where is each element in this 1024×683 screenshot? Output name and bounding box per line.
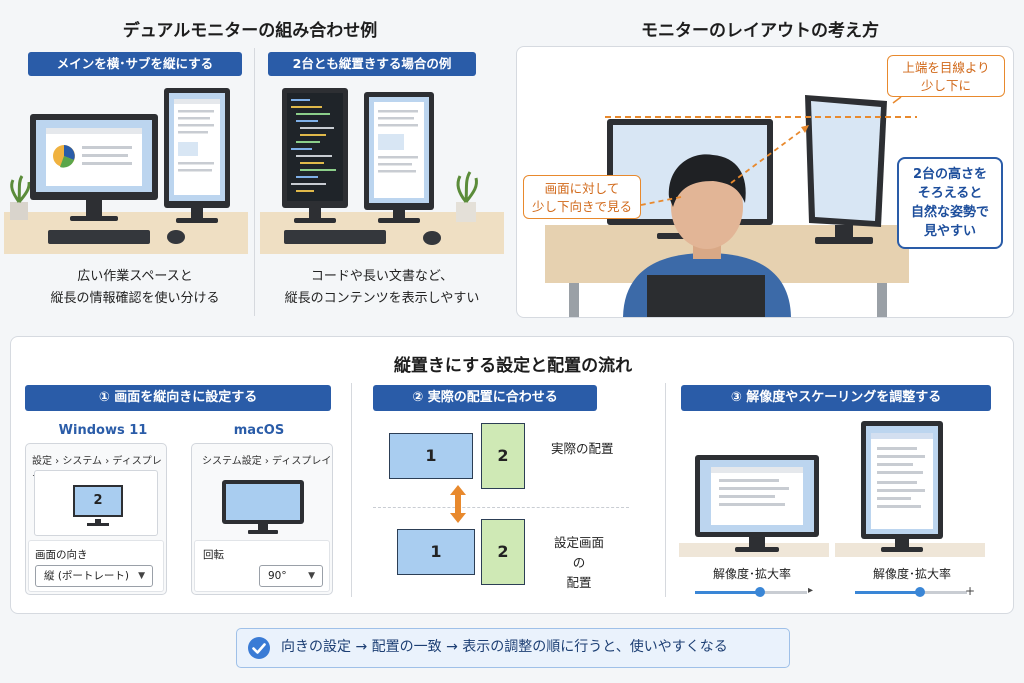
callout-match-height: 2台の高さを そろえると 自然な姿勢で 見やすい [897,157,1003,249]
settings-layout-label: 設定画面の 配置 [553,535,604,590]
step2-separator [373,507,629,508]
flow-divider-1 [351,383,352,597]
callout-look-down: 画面に対して 少し下向きで見る [523,175,641,219]
person-icon [623,154,791,317]
chevron-down-icon: ▼ [308,571,315,581]
example1-pill: メインを横･サブを縦にする [28,52,242,76]
actual-monitor-2: 2 [481,423,525,489]
slider1-track[interactable]: ▸ [695,585,813,597]
windows-display-preview[interactable]: 2 [34,470,158,536]
setup-flow-panel: 縦置きにする設定と配置の流れ ① 画面を縦向きに設定する ② 実際の配置に合わせ… [10,336,1014,614]
arrow-right-icon: ▸ [807,585,813,596]
example2-pill: 2台とも縦置きする場合の例 [268,52,476,76]
slider2-label: 解像度･拡大率 [872,567,951,581]
example1-caption: 広い作業スペースと 縦長の情報確認を使い分ける [50,269,220,306]
pie-chart-icon [53,145,75,168]
plus-icon: + [964,584,975,598]
plant-icon [10,175,31,220]
landscape-monitor-illustration [679,455,829,557]
layout-concept-panel: 上端を目線より 少し下に 画面に対して 少し下向きで見る 2台の高さを そろえる… [516,46,1014,318]
macos-breadcrumb: システム設定 › ディスプレイ [202,456,332,467]
example2-caption: コードや長い文書など、 縦長のコンテンツを表示しやすい [284,269,480,306]
orientation-label: 画面の向き [35,549,88,561]
example1-illustration [4,88,248,254]
callout-top-edge: 上端を目線より 少し下に [887,55,1005,97]
settings-monitor-1[interactable]: 1 [397,529,475,575]
plant-icon [456,171,478,222]
section-title-flow: 縦置きにする設定と配置の流れ [393,356,633,376]
actual-layout-label: 実際の配置 [551,441,614,456]
keyboard-icon [48,230,150,244]
slider2-track[interactable]: + [855,584,975,598]
orientation-select[interactable]: 縦 (ポートレート) ▼ [35,565,153,587]
settings-monitor-2[interactable]: 2 [481,519,525,585]
double-arrow-icon [450,485,466,523]
windows-settings-window: 設定 › システム › ディスプレイ 2 画面の向き 縦 (ポートレート) ▼ [25,443,167,595]
slider1-label: 解像度･拡大率 [712,567,791,581]
portrait-monitor-illustration [835,421,985,557]
dual-monitor-examples-section: デュアルモニターの組み合わせ例 メインを横･サブを縦にする 2台とも縦置きする場… [0,0,510,325]
slider2-knob[interactable] [915,587,925,597]
summary-text: 向きの設定 → 配置の一致 → 表示の調整の順に行うと、使いやすくなる [281,639,728,655]
check-circle-icon [248,637,270,659]
flow-divider-2 [665,383,666,597]
rotation-select[interactable]: 90° ▼ [259,565,323,587]
keyboard-icon [284,230,386,244]
step1-pill: ① 画面を縦向きに設定する [25,385,331,411]
step3-pill: ③ 解像度やスケーリングを調整する [681,385,991,411]
actual-monitor-1: 1 [389,433,473,479]
layout-illustration [545,95,917,317]
chevron-down-icon: ▼ [138,571,145,581]
section1-divider [254,48,255,316]
monitor-2-tile[interactable]: 2 [73,485,123,517]
macos-display-icon [222,480,304,534]
section-title-combinations: デュアルモニターの組み合わせ例 [122,21,378,41]
macos-label: macOS [233,423,285,438]
step2-pill: ② 実際の配置に合わせる [373,385,597,411]
summary-banner: 向きの設定 → 配置の一致 → 表示の調整の順に行うと、使いやすくなる [236,628,790,668]
section-title-layout: モニターのレイアウトの考え方 [641,21,879,41]
rotation-label: 回転 [203,549,224,561]
example2-illustration [260,88,504,254]
macos-settings-window: システム設定 › ディスプレイ 回転 90° ▼ [191,443,333,595]
slider2-fill [855,591,920,594]
slider1-knob[interactable] [755,587,765,597]
mouse-icon [423,231,441,245]
mouse-icon [167,230,185,244]
slider1-fill [695,591,760,594]
windows-label: Windows 11 [58,423,148,438]
